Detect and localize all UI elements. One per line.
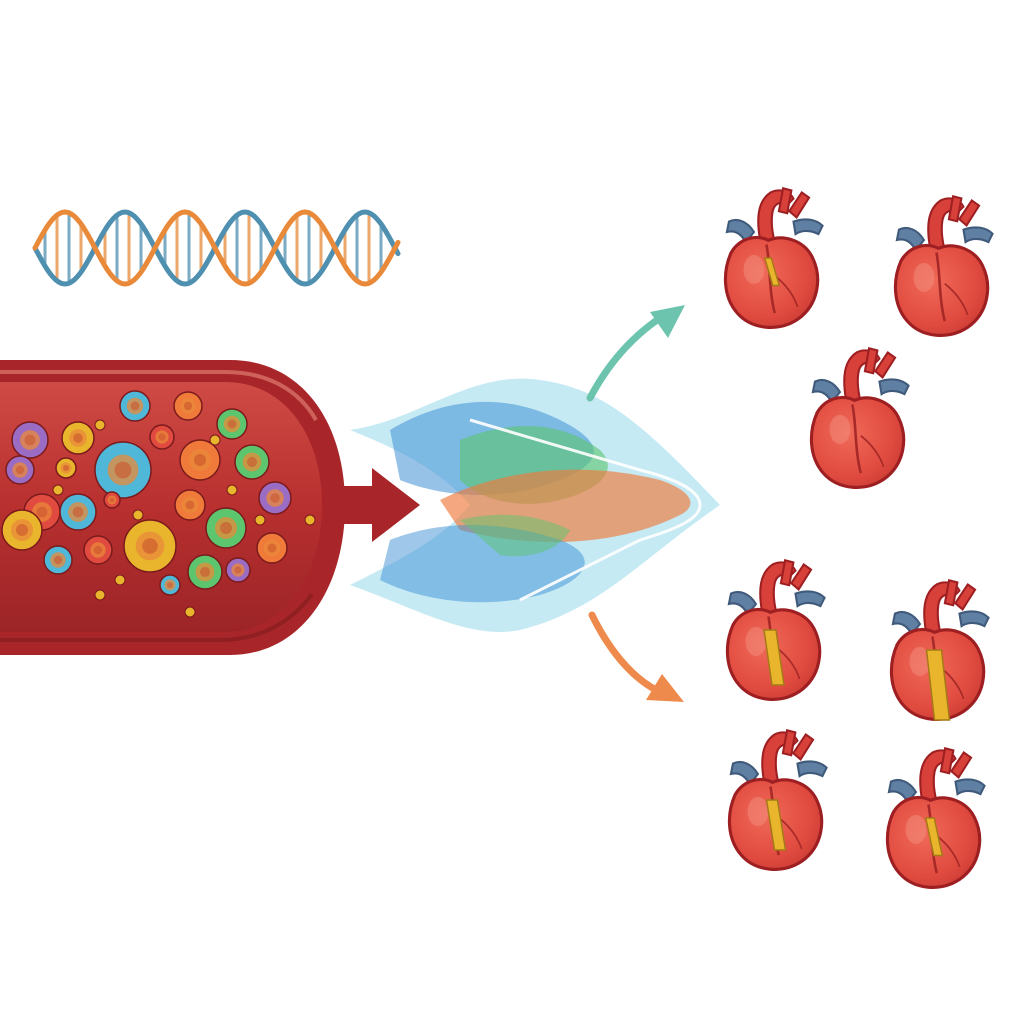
healthy-heart-1	[723, 186, 825, 329]
small-particle	[209, 434, 221, 446]
small-particle	[304, 514, 316, 526]
small-particle	[114, 574, 126, 586]
diseased-heart-1	[725, 558, 827, 701]
blood-cell	[43, 545, 73, 575]
small-particle	[94, 419, 106, 431]
diseased-heart-4	[885, 746, 987, 889]
blood-cell	[174, 489, 206, 521]
blood-cell	[159, 574, 181, 596]
scar-tissue	[763, 257, 781, 287]
small-particle	[184, 606, 196, 618]
diseased-heart-3	[727, 728, 829, 871]
blood-cell	[123, 519, 177, 573]
blood-cell	[205, 507, 247, 549]
healthy-heart-2	[893, 194, 995, 337]
small-particle	[52, 484, 64, 496]
blood-cell	[234, 444, 270, 480]
small-particle	[254, 514, 266, 526]
blood-cells	[1, 390, 316, 618]
scar-tissue	[765, 799, 787, 851]
blood-cell	[55, 457, 77, 479]
dna-double-helix	[32, 209, 401, 287]
blood-cell	[1, 509, 43, 551]
blood-cell	[119, 390, 151, 422]
scar-tissue	[924, 817, 944, 857]
blood-cell	[187, 554, 223, 590]
vessel-highlight	[0, 370, 318, 421]
scar-tissue	[925, 649, 951, 721]
small-particle	[226, 484, 238, 496]
upward-branch-arrow	[586, 305, 685, 402]
blood-cell	[256, 532, 288, 564]
dna-strand-orange	[32, 209, 401, 287]
blood-cell	[94, 441, 152, 499]
blood-vessel-with-cells	[0, 360, 345, 655]
blood-cell	[225, 557, 251, 583]
blood-cell	[59, 493, 97, 531]
small-particle	[94, 589, 106, 601]
healthy-heart-3	[809, 346, 911, 489]
blood-cell	[83, 535, 113, 565]
blood-cell	[103, 491, 121, 509]
scar-tissue	[763, 629, 785, 686]
right-arrow	[330, 468, 420, 542]
blood-cell	[173, 391, 203, 421]
blood-cell	[149, 424, 175, 450]
downward-branch-arrow	[588, 611, 684, 702]
blood-cell	[179, 439, 221, 481]
small-particle	[132, 509, 144, 521]
blood-cell	[216, 408, 248, 440]
healthy-hearts-group	[723, 186, 995, 489]
blood-cell	[11, 421, 49, 459]
layered-prediction-model	[350, 378, 720, 632]
diseased-hearts-group	[725, 558, 991, 889]
blood-cell	[258, 481, 292, 515]
blood-cell	[5, 455, 35, 485]
blood-cell	[61, 421, 95, 455]
diseased-heart-2	[889, 578, 991, 721]
